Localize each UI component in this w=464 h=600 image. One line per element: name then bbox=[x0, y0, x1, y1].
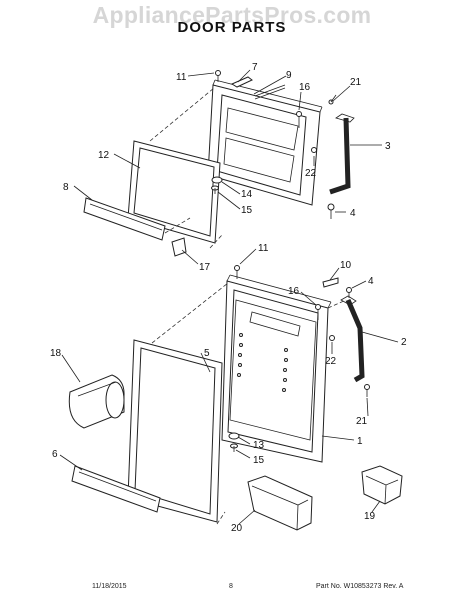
callout-11: 11 bbox=[258, 243, 269, 254]
footer-date: 11/18/2015 bbox=[92, 583, 127, 590]
freezer-gasket bbox=[127, 140, 221, 244]
callout-15: 15 bbox=[241, 205, 253, 216]
fridge-door-dimples bbox=[237, 333, 288, 392]
fridge-gasket bbox=[127, 339, 223, 523]
callout-21: 21 bbox=[356, 416, 368, 427]
callout-13: 13 bbox=[253, 440, 265, 451]
callout-21: 21 bbox=[350, 77, 362, 88]
dairy-door bbox=[68, 374, 125, 429]
callout-22: 22 bbox=[325, 356, 337, 367]
callout-3: 3 bbox=[385, 141, 391, 152]
door-bin-small bbox=[361, 465, 403, 505]
callout-4: 4 bbox=[350, 208, 356, 219]
callout-7: 7 bbox=[252, 62, 258, 73]
leader-lines bbox=[59, 69, 399, 525]
footer-part-number: Part No. W10853273 Rev. A bbox=[316, 583, 404, 590]
callout-12: 12 bbox=[98, 150, 110, 161]
callout-10: 10 bbox=[340, 260, 352, 271]
freezer-handle bbox=[83, 197, 166, 241]
freezer-door-trim bbox=[254, 84, 286, 100]
freezer-screws bbox=[211, 70, 337, 219]
callout-6: 6 bbox=[52, 449, 58, 460]
callout-9: 9 bbox=[286, 70, 292, 81]
page-title: DOOR PARTS bbox=[177, 19, 287, 36]
callout-1: 1 bbox=[357, 436, 363, 447]
fridge-dash-lines bbox=[151, 282, 347, 525]
callout-20: 20 bbox=[231, 523, 243, 534]
fridge-handle bbox=[71, 465, 161, 513]
callout-16: 16 bbox=[299, 82, 311, 93]
callout-5: 5 bbox=[204, 348, 210, 359]
fridge-door bbox=[221, 274, 332, 463]
footer-page-number: 8 bbox=[229, 583, 233, 590]
freezer-hinge-cap bbox=[230, 76, 253, 88]
callout-17: 17 bbox=[199, 262, 211, 273]
callout-18: 18 bbox=[50, 348, 62, 359]
callout-2: 2 bbox=[401, 337, 407, 348]
callout-19: 19 bbox=[364, 511, 376, 522]
callout-15: 15 bbox=[253, 455, 265, 466]
fridge-screws bbox=[228, 265, 370, 452]
lower-hinge bbox=[340, 295, 365, 383]
watermark: AppliancePartsPros.com bbox=[92, 2, 372, 28]
callout-14: 14 bbox=[241, 189, 253, 200]
freezer-door bbox=[207, 79, 323, 206]
callout-22: 22 bbox=[305, 168, 317, 179]
freezer-bracket bbox=[171, 237, 187, 257]
callout-labels: 11 7 9 16 21 3 12 8 22 14 15 4 17 11 10 … bbox=[50, 62, 407, 534]
callout-4: 4 bbox=[368, 276, 374, 287]
callout-11: 11 bbox=[176, 72, 187, 83]
callout-16: 16 bbox=[288, 286, 300, 297]
upper-hinge bbox=[329, 113, 355, 195]
door-bin-large bbox=[247, 475, 313, 531]
callout-8: 8 bbox=[63, 182, 69, 193]
freezer-dash-lines bbox=[149, 87, 223, 249]
